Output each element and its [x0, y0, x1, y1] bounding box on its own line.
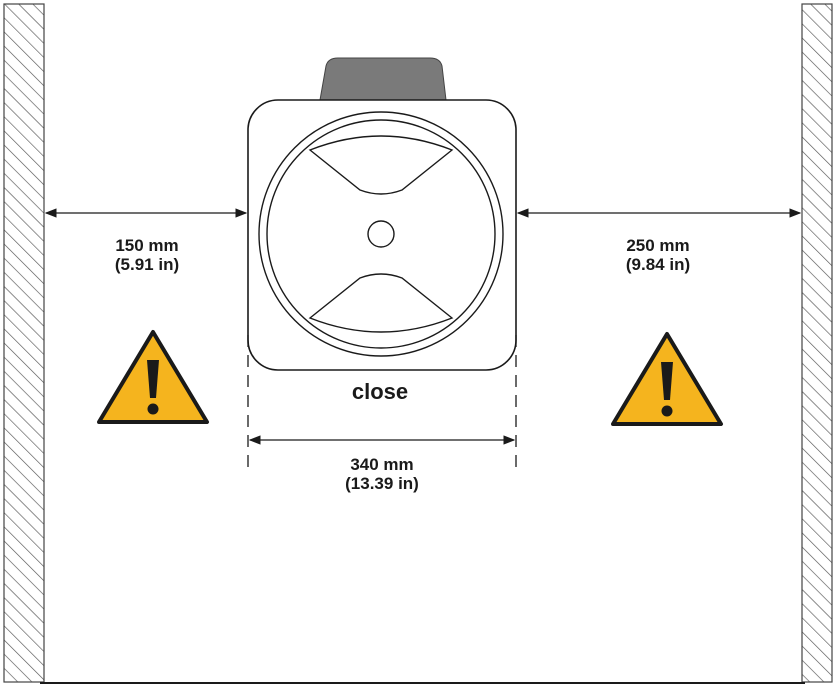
device-width-label: 340 mm (13.39 in)	[327, 455, 437, 493]
lid-center-knob	[367, 220, 395, 248]
lid-bottom-segment	[308, 273, 454, 333]
device-width-metric: 340 mm	[350, 455, 414, 474]
left-wall	[3, 3, 45, 683]
lid-top-segment	[308, 135, 454, 195]
left-clearance-metric: 150 mm	[115, 236, 179, 255]
left-clearance-imperial: (5.91 in)	[114, 255, 180, 274]
right-wall	[801, 3, 833, 683]
device-handle	[319, 57, 447, 101]
warning-triangle-icon	[611, 332, 723, 426]
right-clearance-label: 250 mm (9.84 in)	[603, 236, 713, 274]
device-body	[247, 99, 517, 371]
device-lid-outer-ring	[258, 111, 504, 357]
device-lid-inner-ring	[266, 119, 496, 349]
left-clearance-label: 150 mm (5.91 in)	[92, 236, 202, 274]
warning-triangle-icon	[97, 330, 209, 424]
right-clearance-metric: 250 mm	[626, 236, 690, 255]
right-clearance-imperial: (9.84 in)	[625, 255, 691, 274]
state-caption: close	[351, 379, 409, 404]
device-width-imperial: (13.39 in)	[345, 474, 419, 493]
